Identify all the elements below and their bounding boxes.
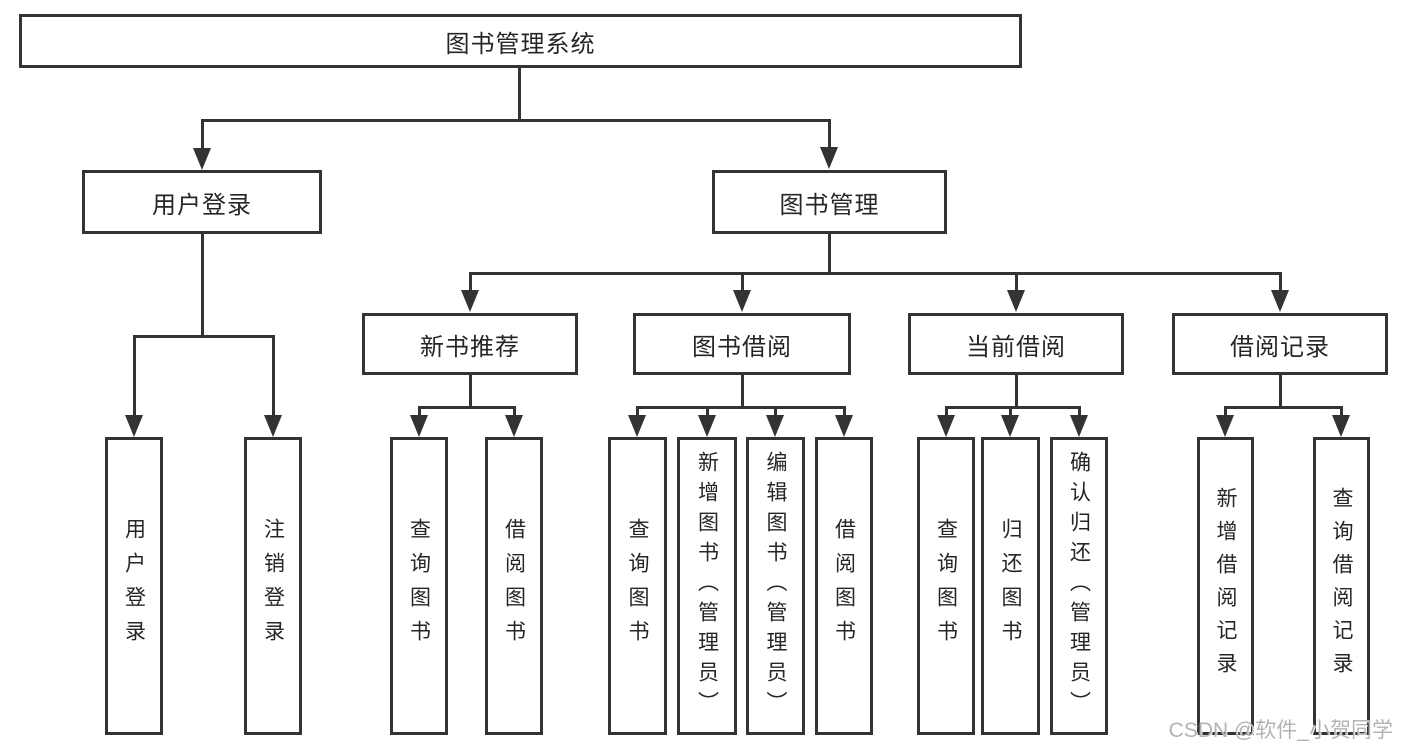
- node-label: 用户登录: [122, 518, 146, 654]
- connector-borrow-branch: [636, 406, 846, 409]
- node-label: 当前借阅: [966, 333, 1066, 361]
- arrowhead-down-icon: [193, 148, 211, 170]
- connector-stem-leaf: [706, 406, 709, 417]
- node-borrow-records: 借阅记录: [1172, 313, 1388, 375]
- connector-root-stem: [518, 68, 521, 122]
- leaf-recommend-borrow-books: 借阅图书: [485, 437, 543, 735]
- connector-stem-book-mgmt: [828, 119, 831, 151]
- node-book-management-branch: 图书管理: [712, 170, 947, 234]
- arrowhead-down-icon: [1001, 415, 1019, 437]
- node-label: 注销登录: [261, 518, 285, 654]
- node-label: 编辑图书（管理员）: [764, 451, 787, 721]
- arrowhead-down-icon: [461, 290, 479, 312]
- connector-records-branch: [1224, 406, 1343, 409]
- node-label: 借阅记录: [1230, 333, 1330, 361]
- arrowhead-down-icon: [1271, 290, 1289, 312]
- arrowhead-down-icon: [820, 147, 838, 169]
- node-label: 确认归还（管理员）: [1067, 451, 1091, 721]
- connector-records-stem: [1279, 375, 1282, 409]
- arrowhead-down-icon: [1332, 415, 1350, 437]
- connector-mgmt-branch: [469, 272, 1282, 275]
- leaf-borrow-edit-books-admin: 编辑图书（管理员）: [746, 437, 805, 735]
- arrowhead-down-icon: [733, 290, 751, 312]
- connector-user-branch: [133, 335, 275, 338]
- connector-current-branch: [945, 406, 1081, 409]
- leaf-current-confirm-return-admin: 确认归还（管理员）: [1050, 437, 1108, 735]
- connector-stem-records: [1279, 272, 1282, 292]
- leaf-records-query-record: 查询借阅记录: [1313, 437, 1370, 735]
- connector-stem-leaf: [1340, 406, 1343, 417]
- node-label: 新增借阅记录: [1214, 487, 1237, 685]
- connector-recommend-stem: [469, 375, 472, 409]
- connector-stem-leaf: [843, 406, 846, 417]
- connector-current-stem: [1015, 375, 1018, 409]
- connector-stem-leaf: [513, 406, 516, 417]
- arrowhead-down-icon: [505, 415, 523, 437]
- connector-stem-leaf: [133, 335, 136, 417]
- connector-stem-leaf: [1224, 406, 1227, 417]
- connector-stem-recommend: [469, 272, 472, 292]
- node-label: 查询图书: [626, 518, 649, 654]
- connector-stem-leaf: [1009, 406, 1012, 417]
- leaf-borrow-query-books: 查询图书: [608, 437, 667, 735]
- node-label: 图书借阅: [692, 333, 792, 361]
- node-current-borrow: 当前借阅: [908, 313, 1124, 375]
- node-label: 图书管理系统: [445, 30, 596, 58]
- arrowhead-down-icon: [125, 415, 143, 437]
- connector-recommend-branch: [418, 406, 515, 409]
- arrowhead-down-icon: [766, 415, 784, 437]
- node-label: 查询图书: [934, 518, 958, 654]
- node-label: 归还图书: [999, 518, 1022, 654]
- node-label: 新书推荐: [420, 333, 520, 361]
- connector-user-stem: [201, 234, 204, 338]
- arrowhead-down-icon: [698, 415, 716, 437]
- connector-stem-borrow: [741, 272, 744, 292]
- leaf-user-login: 用户登录: [105, 437, 163, 735]
- arrowhead-down-icon: [264, 415, 282, 437]
- node-root-library-system: 图书管理系统: [19, 14, 1022, 68]
- arrowhead-down-icon: [1007, 290, 1025, 312]
- node-new-book-recommend: 新书推荐: [362, 313, 578, 375]
- node-book-borrow: 图书借阅: [633, 313, 851, 375]
- connector-root-branch: [201, 119, 830, 122]
- arrowhead-down-icon: [1216, 415, 1234, 437]
- csdn-watermark: CSDN @软件_小贺同学: [1168, 719, 1393, 742]
- connector-stem-leaf: [272, 335, 275, 417]
- leaf-borrow-borrow-books: 借阅图书: [815, 437, 873, 735]
- arrowhead-down-icon: [937, 415, 955, 437]
- node-label: 借阅图书: [502, 518, 526, 654]
- arrowhead-down-icon: [410, 415, 428, 437]
- connector-stem-current: [1015, 272, 1018, 292]
- arrowhead-down-icon: [1070, 415, 1088, 437]
- arrowhead-down-icon: [835, 415, 853, 437]
- node-user-login-branch: 用户登录: [82, 170, 322, 234]
- node-label: 查询图书: [407, 518, 431, 654]
- leaf-current-query-books: 查询图书: [917, 437, 975, 735]
- leaf-records-add-record: 新增借阅记录: [1197, 437, 1254, 735]
- arrowhead-down-icon: [628, 415, 646, 437]
- connector-stem-leaf: [636, 406, 639, 417]
- leaf-current-return-books: 归还图书: [981, 437, 1040, 735]
- connector-mgmt-stem: [828, 234, 831, 275]
- node-label: 新增图书（管理员）: [695, 451, 719, 721]
- connector-borrow-stem: [741, 375, 744, 409]
- node-label: 图书管理: [779, 191, 880, 219]
- node-label: 借阅图书: [832, 518, 856, 654]
- node-label: 查询借阅记录: [1330, 487, 1353, 685]
- node-label: 用户登录: [152, 191, 252, 219]
- connector-stem-user-login: [201, 119, 204, 152]
- connector-stem-leaf: [945, 406, 948, 417]
- leaf-recommend-query-books: 查询图书: [390, 437, 448, 735]
- connector-stem-leaf: [1078, 406, 1081, 417]
- connector-stem-leaf: [774, 406, 777, 417]
- connector-stem-leaf: [418, 406, 421, 417]
- leaf-borrow-add-books-admin: 新增图书（管理员）: [677, 437, 737, 735]
- leaf-logout: 注销登录: [244, 437, 302, 735]
